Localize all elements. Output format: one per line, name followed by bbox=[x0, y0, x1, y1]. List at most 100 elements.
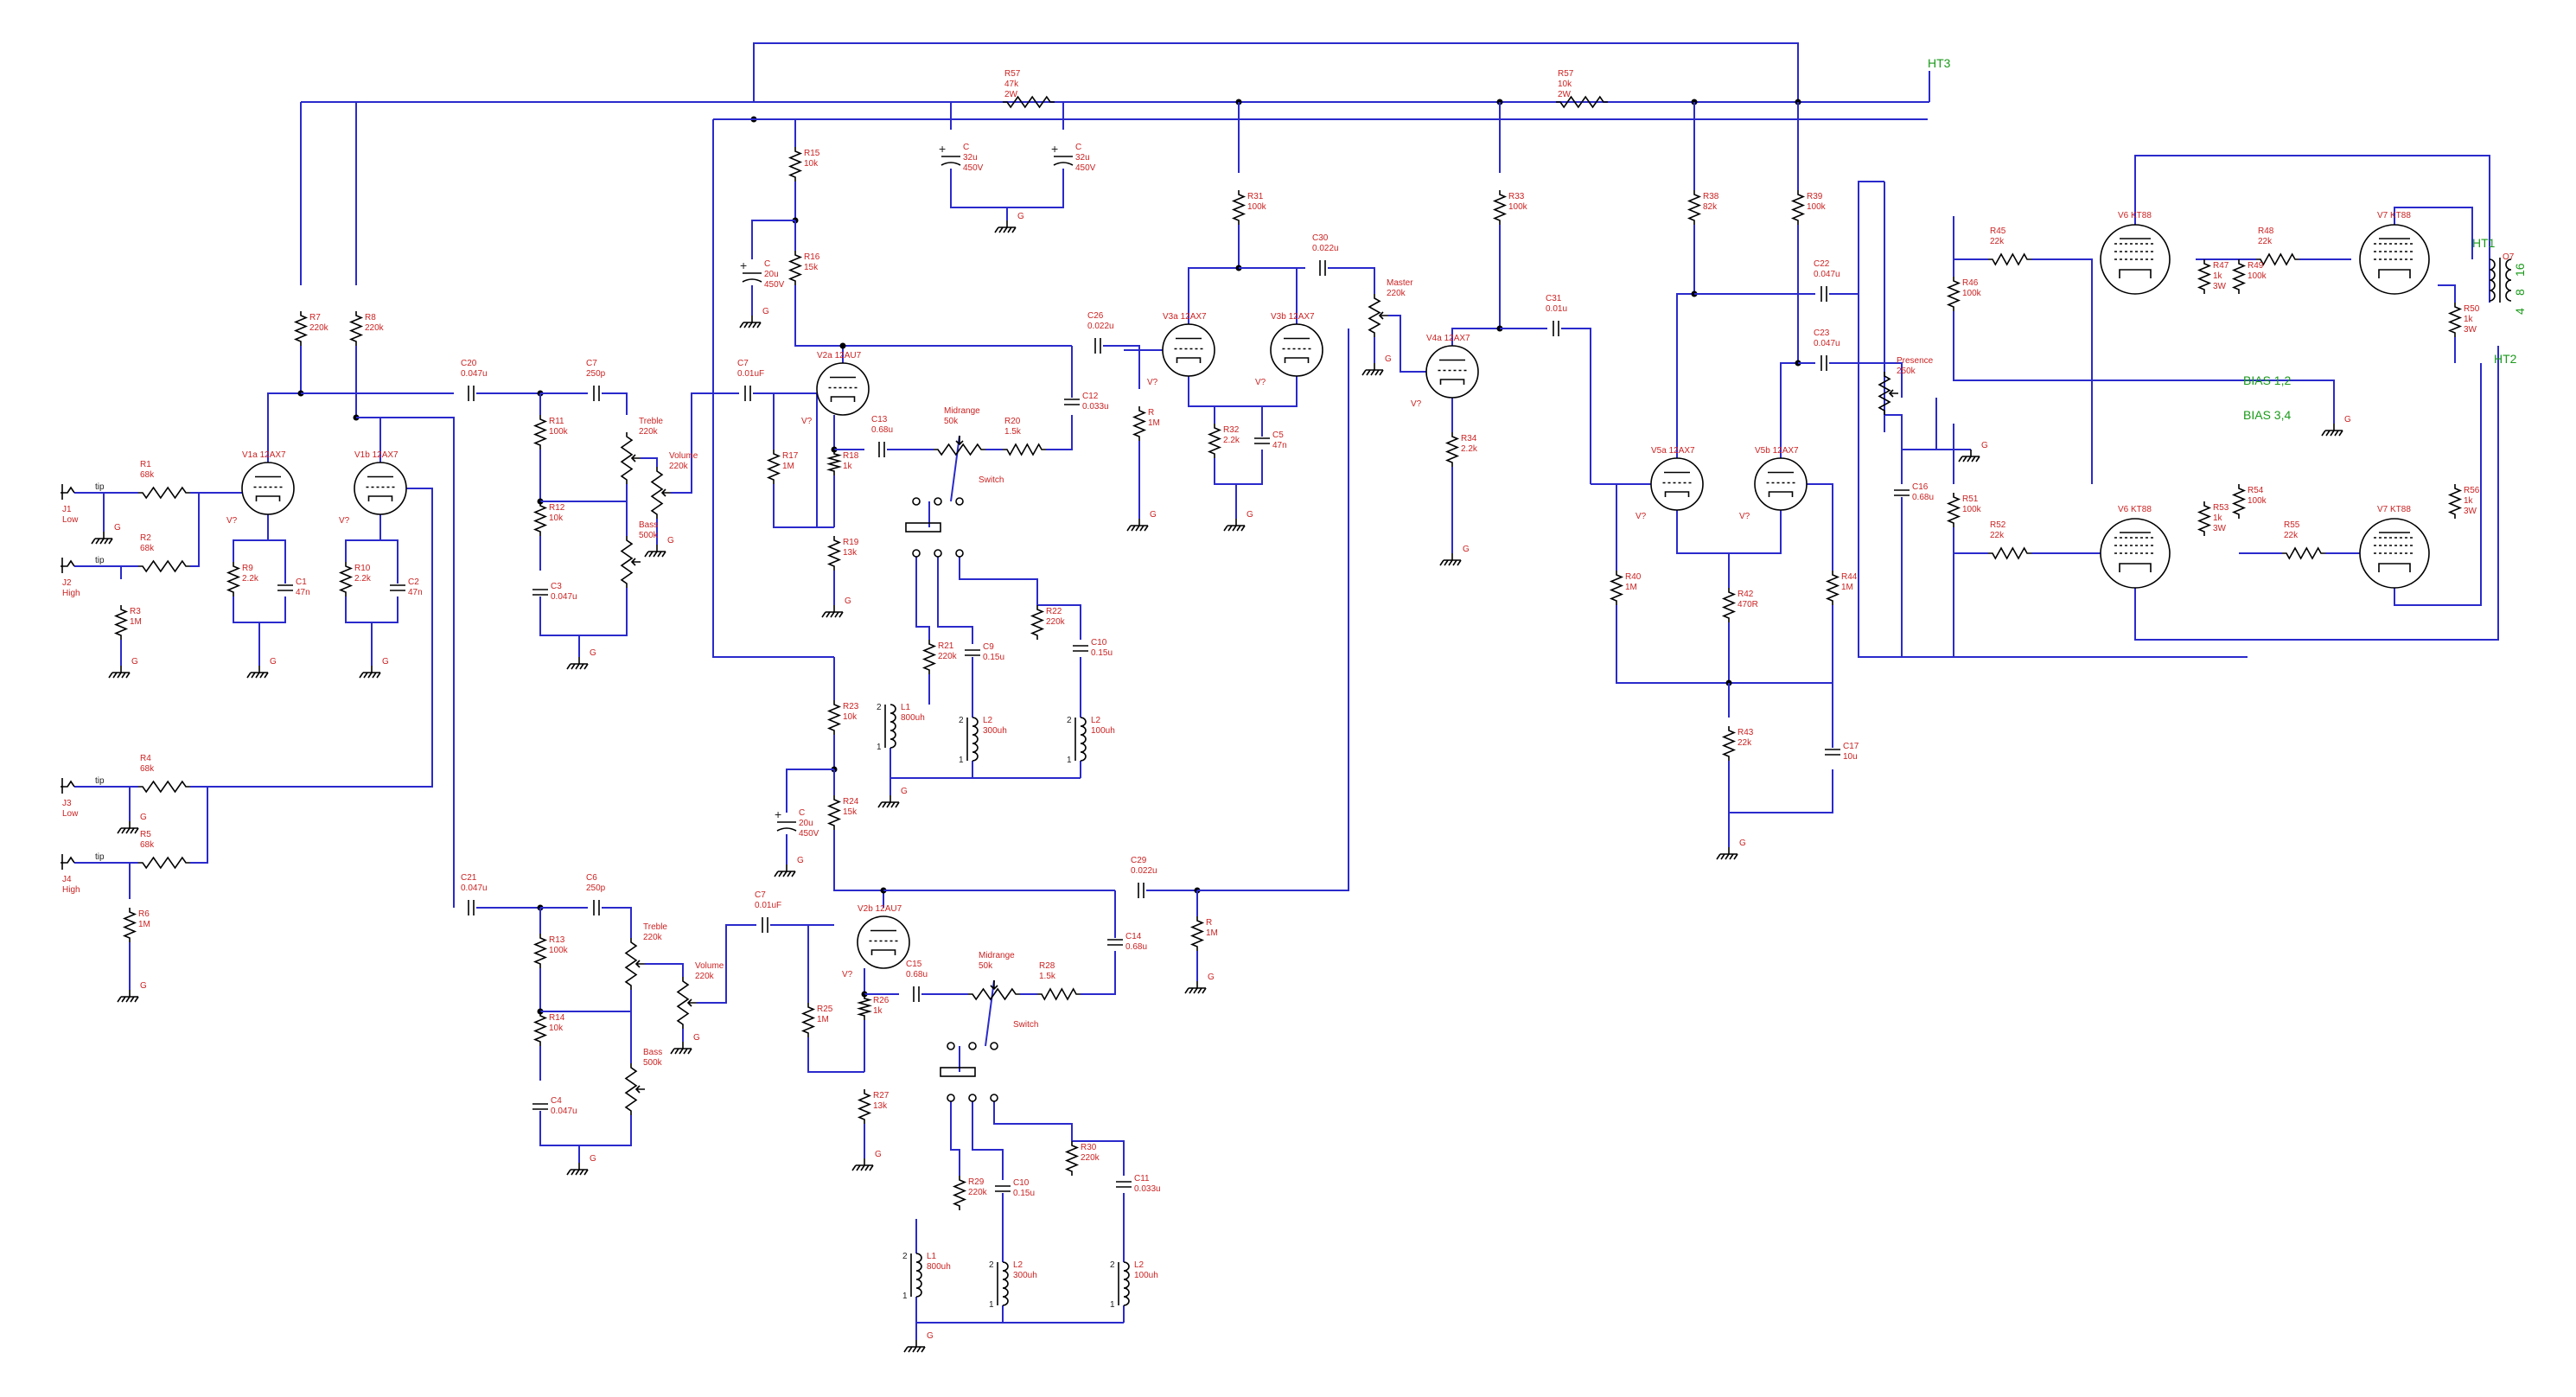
resistor-value: 47k bbox=[1004, 80, 1019, 89]
resistor-value: 100k bbox=[549, 427, 569, 437]
ground-hatch bbox=[112, 672, 118, 679]
capacitor-value: 0.68u bbox=[1912, 493, 1934, 502]
ground-hatch bbox=[363, 672, 368, 679]
ground-hatch bbox=[851, 1164, 857, 1171]
wire bbox=[712, 119, 834, 658]
wiring bbox=[74, 42, 2499, 1340]
wire bbox=[539, 1111, 632, 1146]
resistor-value: 2.2k bbox=[1223, 436, 1240, 445]
capacitor-value: 47n bbox=[1272, 441, 1287, 450]
ground-hatch bbox=[1967, 456, 1972, 462]
wire bbox=[1046, 415, 1073, 450]
resistor bbox=[1030, 605, 1045, 640]
pot-wiper bbox=[630, 454, 641, 462]
resistor-rating: 3W bbox=[2464, 325, 2477, 335]
inductor-pin: 2 bbox=[902, 1252, 908, 1261]
ground-hatch bbox=[104, 538, 109, 545]
resistor-ref: R27 bbox=[873, 1091, 889, 1100]
potentiometer-value: 500k bbox=[639, 531, 659, 540]
resistor-value: 1k bbox=[2464, 496, 2474, 506]
tube-cathode bbox=[1768, 491, 1794, 497]
switch-contact bbox=[912, 497, 921, 506]
ground-hatch bbox=[246, 672, 252, 679]
ground-label: G bbox=[875, 1150, 882, 1159]
resistor-value: 22k bbox=[2284, 531, 2299, 540]
ground-hatch bbox=[890, 801, 896, 808]
resistor-ref: R13 bbox=[549, 935, 565, 945]
potentiometer-ref: Midrange bbox=[944, 406, 980, 416]
wire bbox=[889, 748, 1081, 779]
capacitor-value: 0.68u bbox=[871, 425, 893, 435]
wire bbox=[645, 963, 684, 977]
ground-label: G bbox=[114, 523, 121, 533]
capacitor-value: 32u bbox=[963, 153, 978, 163]
wire bbox=[794, 285, 843, 347]
resistor bbox=[1946, 493, 1961, 527]
ground-hatch bbox=[134, 827, 139, 834]
capacitor-ref: C7 bbox=[755, 890, 766, 900]
resistor bbox=[338, 562, 354, 596]
resistor bbox=[2197, 501, 2212, 536]
ground-hatch bbox=[782, 871, 787, 877]
ground-hatch bbox=[826, 611, 831, 618]
wire bbox=[345, 514, 381, 562]
resistor bbox=[113, 605, 129, 640]
resistor-value: 22k bbox=[1990, 531, 2005, 540]
resistor-ref: R28 bbox=[1039, 961, 1055, 971]
ground-hatch bbox=[121, 996, 126, 1003]
ground-hatch bbox=[661, 551, 666, 558]
capacitor-ref: C26 bbox=[1087, 311, 1104, 321]
ground-hatch bbox=[1448, 559, 1453, 566]
inductor-pin: 1 bbox=[989, 1300, 994, 1310]
output-transformer-primary bbox=[2489, 258, 2496, 302]
capacitor-ref: C1 bbox=[296, 577, 307, 587]
ground-hatch bbox=[787, 871, 792, 877]
ground-hatch bbox=[1227, 525, 1233, 532]
resistor-value: 1k bbox=[2464, 315, 2474, 324]
ground-hatch bbox=[1725, 853, 1730, 860]
pot-wiper bbox=[630, 558, 641, 566]
ground-hatch bbox=[653, 551, 658, 558]
resistor bbox=[800, 1003, 816, 1037]
resistor bbox=[826, 536, 842, 571]
components bbox=[61, 95, 2512, 1353]
switch-contact bbox=[990, 1042, 998, 1050]
tube-cathode bbox=[2119, 563, 2152, 572]
resistor bbox=[968, 987, 1020, 1001]
ground-hatch bbox=[683, 1048, 688, 1055]
resistor-value: 1M bbox=[130, 617, 142, 627]
resistor bbox=[122, 908, 137, 942]
ground-hatch bbox=[856, 1164, 861, 1171]
ground-hatch bbox=[1379, 369, 1384, 376]
resistor-ref: R45 bbox=[1990, 226, 2006, 236]
wire bbox=[1081, 951, 1116, 995]
resistor bbox=[826, 700, 842, 735]
capacitor-rating: 450V bbox=[963, 163, 984, 173]
resistor-value: 22k bbox=[2258, 237, 2273, 246]
inductor-ref: L2 bbox=[1013, 1260, 1023, 1270]
wire bbox=[1188, 225, 1240, 324]
tube-designator: V? bbox=[1255, 378, 1266, 387]
wire bbox=[807, 924, 834, 1003]
ground-label: G bbox=[1385, 354, 1392, 364]
switch-contact bbox=[955, 497, 964, 506]
resistor-ref: R24 bbox=[843, 797, 859, 807]
wire bbox=[1953, 311, 2248, 381]
ground-hatch bbox=[1232, 525, 1237, 532]
resistor-ref: R11 bbox=[549, 417, 564, 426]
potentiometer-ref: Bass bbox=[639, 520, 658, 530]
wire bbox=[1807, 483, 1833, 571]
wire bbox=[950, 169, 1064, 208]
input-jack bbox=[61, 559, 75, 567]
capacitor-value: 20u bbox=[799, 819, 813, 828]
resistor-ref: R6 bbox=[138, 909, 150, 919]
wire bbox=[1884, 398, 1937, 450]
pot-wiper bbox=[634, 960, 645, 968]
resistor-ref: R25 bbox=[817, 1005, 833, 1014]
inductor-coil bbox=[972, 717, 979, 762]
ground-label: G bbox=[1247, 510, 1253, 520]
wire bbox=[915, 1297, 1124, 1324]
potentiometer-value: 220k bbox=[1387, 289, 1406, 298]
wire bbox=[1188, 376, 1298, 407]
